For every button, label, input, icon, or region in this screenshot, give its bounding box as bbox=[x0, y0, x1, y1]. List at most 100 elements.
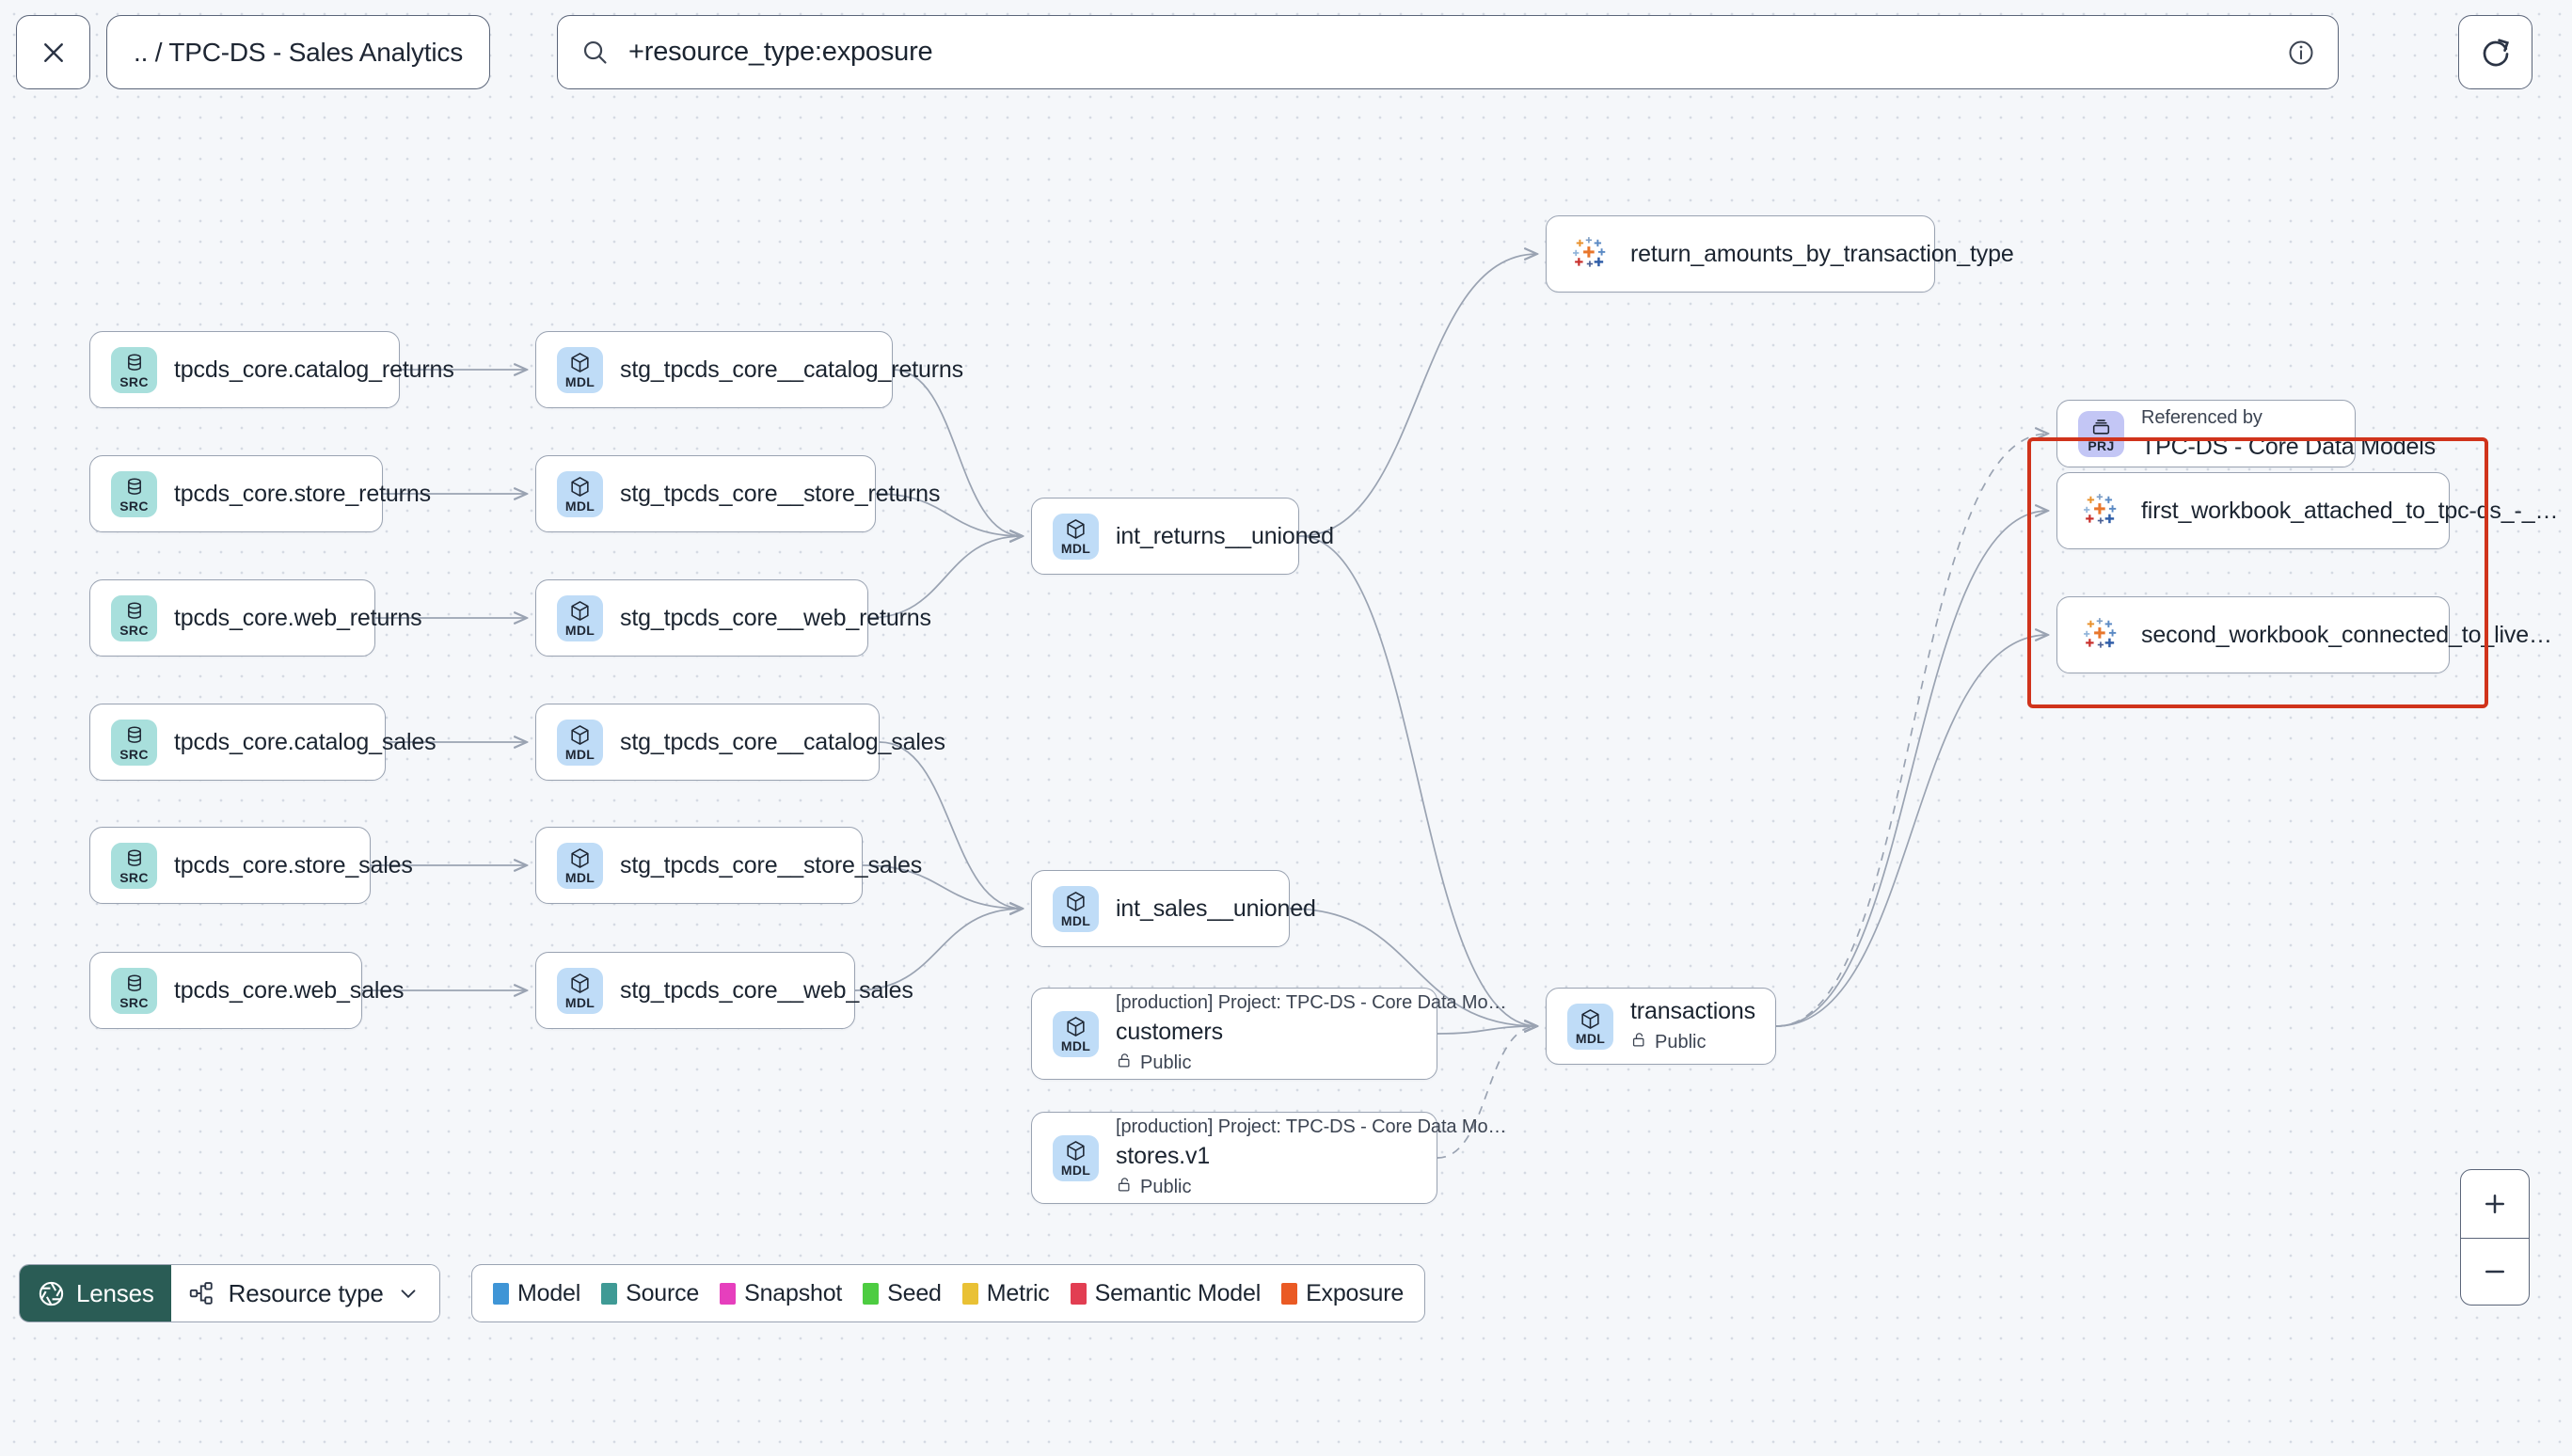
graph-node-referenced_by_project[interactable]: PRJ Referenced by TPC-DS - Core Data Model… bbox=[2056, 400, 2436, 467]
node-title: tpcds_core.store_sales bbox=[174, 851, 413, 878]
graph-node-customers[interactable]: MDL [production] Project: TPC-DS - Core D… bbox=[1031, 988, 1507, 1080]
legend-item-seed[interactable]: Seed bbox=[863, 1280, 942, 1307]
zoom-out-button[interactable] bbox=[2461, 1239, 2529, 1306]
legend-label: Metric bbox=[986, 1279, 1050, 1306]
node-title: tpcds_core.web_sales bbox=[174, 976, 405, 1004]
node-visibility-label: Public bbox=[1140, 1052, 1192, 1073]
refresh-button[interactable] bbox=[2458, 15, 2532, 89]
database-icon: SRC bbox=[111, 967, 157, 1014]
legend-swatch bbox=[493, 1282, 509, 1305]
zoom-controls bbox=[2460, 1169, 2530, 1306]
graph-node-second_workbook[interactable]: second_workbook_connected_to_live… bbox=[2056, 596, 2552, 673]
node-title: stg_tpcds_core__catalog_sales bbox=[620, 728, 945, 755]
node-title: stg_tpcds_core__store_returns bbox=[620, 480, 941, 507]
cube-icon: MDL bbox=[557, 346, 603, 393]
cube-icon: MDL bbox=[1053, 885, 1099, 932]
graph-edge-transactions-to-second_workbook bbox=[1775, 635, 2048, 1027]
node-visibility-label: Public bbox=[1140, 1177, 1192, 1197]
info-button[interactable] bbox=[2287, 39, 2315, 67]
unlock-icon bbox=[1630, 1031, 1648, 1054]
graph-node-first_workbook[interactable]: first_workbook_attached_to_tpc-ds_-_… bbox=[2056, 472, 2558, 549]
graph-edge-stg_catalog_sales-to-int_sales_unioned bbox=[879, 741, 1023, 909]
graph-edge-stg_catalog_returns-to-int_returns_unioned bbox=[892, 369, 1023, 536]
resource-type-legend: Model Source Snapshot Seed Metric Semantic Mo… bbox=[471, 1264, 1426, 1322]
graph-node-src_web_sales[interactable]: SRC tpcds_core.web_sales bbox=[89, 952, 405, 1029]
cube-icon: MDL bbox=[557, 967, 603, 1014]
lenses-label: Lenses bbox=[76, 1278, 154, 1307]
resource-type-label: Resource type bbox=[228, 1278, 384, 1307]
node-title: second_workbook_connected_to_live… bbox=[2141, 621, 2552, 648]
graph-node-stores_v1[interactable]: MDL [production] Project: TPC-DS - Core D… bbox=[1031, 1112, 1507, 1204]
graph-node-int_sales_unioned[interactable]: MDL int_sales__unioned bbox=[1031, 870, 1316, 947]
legend-swatch bbox=[961, 1282, 978, 1305]
close-icon bbox=[43, 42, 63, 62]
legend-item-semantic-model[interactable]: Semantic Model bbox=[1070, 1279, 1262, 1307]
info-circle-icon bbox=[2289, 40, 2313, 64]
node-subtitle: [production] Project: TPC-DS - Core Data… bbox=[1116, 992, 1507, 1013]
node-title: TPC-DS - Core Data Models bbox=[2141, 433, 2436, 460]
database-icon: SRC bbox=[111, 470, 157, 517]
search-query-text: +resource_type:exposure bbox=[628, 37, 933, 67]
resource-type-dropdown[interactable]: Resource type bbox=[170, 1265, 439, 1321]
database-icon: SRC bbox=[111, 842, 157, 889]
legend-item-source[interactable]: Source bbox=[601, 1280, 699, 1307]
node-title: tpcds_core.catalog_sales bbox=[174, 728, 437, 755]
bottom-toolbar: Lenses Resource type Model Source Snapshot… bbox=[0, 1234, 2572, 1351]
close-button[interactable] bbox=[16, 15, 90, 89]
legend-item-model[interactable]: Model bbox=[493, 1280, 580, 1307]
node-subtitle: Referenced by bbox=[2141, 406, 2262, 428]
node-title: stg_tpcds_core__web_returns bbox=[620, 604, 931, 631]
node-title: return_amounts_by_transaction_type bbox=[1630, 240, 2014, 267]
graph-edge-int_returns_unioned-to-return_amounts bbox=[1298, 254, 1537, 537]
node-title: stores.v1 bbox=[1116, 1143, 1211, 1169]
node-title: stg_tpcds_core__web_sales bbox=[620, 976, 913, 1004]
node-title: customers bbox=[1116, 1019, 1223, 1045]
tableau-icon bbox=[2078, 612, 2124, 658]
tableau-icon bbox=[1567, 231, 1613, 277]
node-title: transactions bbox=[1630, 998, 1755, 1024]
legend-label: Source bbox=[626, 1279, 700, 1306]
aperture-icon bbox=[39, 1281, 64, 1306]
breadcrumb[interactable]: .. / TPC-DS - Sales Analytics bbox=[106, 15, 491, 89]
refresh-icon bbox=[2483, 38, 2509, 66]
graph-edge-customers-to-transactions bbox=[1437, 1026, 1537, 1035]
search-input[interactable]: +resource_type:exposure bbox=[557, 15, 2339, 89]
project-stack-icon: PRJ bbox=[2078, 410, 2124, 457]
legend-swatch bbox=[1070, 1282, 1087, 1305]
database-icon: SRC bbox=[111, 346, 157, 393]
legend-item-exposure[interactable]: Exposure bbox=[1281, 1280, 1404, 1307]
cube-icon: MDL bbox=[1053, 1010, 1099, 1057]
graph-node-stg_web_sales[interactable]: MDL stg_tpcds_core__web_sales bbox=[535, 952, 913, 1029]
graph-node-src_store_sales[interactable]: SRC tpcds_core.store_sales bbox=[89, 827, 413, 904]
node-title: int_sales__unioned bbox=[1116, 894, 1316, 922]
zoom-in-button[interactable] bbox=[2461, 1170, 2529, 1239]
node-title: stg_tpcds_core__store_sales bbox=[620, 851, 923, 878]
legend-label: Model bbox=[517, 1279, 581, 1306]
legend-swatch bbox=[863, 1282, 880, 1305]
legend-label: Seed bbox=[887, 1279, 942, 1306]
minus-icon bbox=[2485, 1271, 2504, 1274]
graph-node-return_amounts[interactable]: return_amounts_by_transaction_type bbox=[1546, 215, 2014, 293]
node-visibility-badge: Public bbox=[1630, 1031, 1755, 1054]
legend-item-metric[interactable]: Metric bbox=[961, 1279, 1050, 1307]
cube-icon: MDL bbox=[1053, 1134, 1099, 1181]
node-visibility-badge: Public bbox=[1116, 1176, 1423, 1199]
legend-label: Snapshot bbox=[744, 1279, 843, 1306]
lenses-button[interactable]: Lenses bbox=[20, 1265, 171, 1321]
node-subtitle: [production] Project: TPC-DS - Core Data… bbox=[1116, 1116, 1507, 1137]
node-title: int_returns__unioned bbox=[1116, 522, 1334, 549]
legend-item-snapshot[interactable]: Snapshot bbox=[720, 1280, 842, 1307]
legend-label: Semantic Model bbox=[1094, 1279, 1262, 1306]
legend-swatch bbox=[1281, 1282, 1298, 1305]
